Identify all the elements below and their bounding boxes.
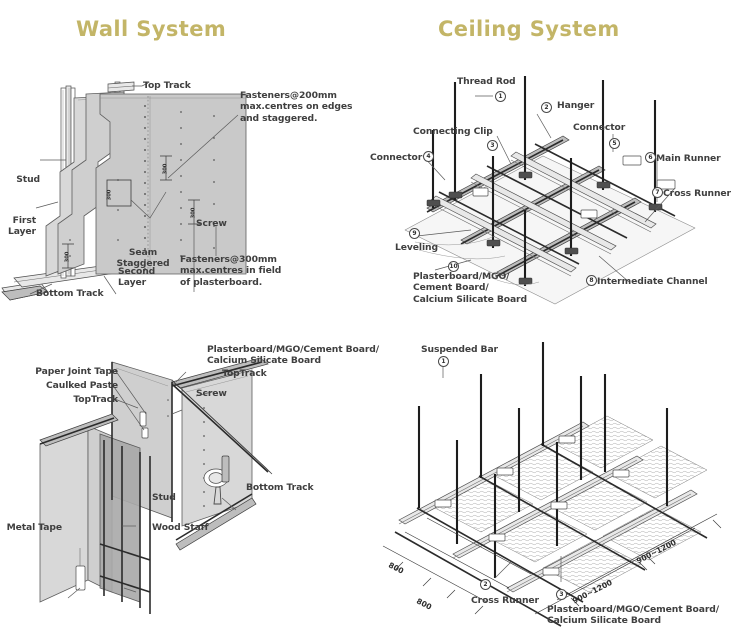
corner-label-screw: Screw [196, 388, 227, 399]
wall-label-first-layer: First Layer [7, 215, 36, 238]
hanger-clips [426, 171, 663, 285]
dimension-bracket-a [160, 155, 172, 181]
ceiling-label-connector-right: Connector [573, 122, 626, 133]
corner-label-paper-joint-tape: Paper Joint Tape [35, 366, 118, 377]
wall-label-top-track: Top Track [143, 80, 191, 91]
dims-label-suspended-bar: Suspended Bar [421, 344, 498, 355]
wall-dimension-c: 300 [64, 251, 71, 263]
ceiling-callout-4: 4 [423, 151, 434, 162]
ceiling-grid-diagram: Thread Rod 1 Hanger 2 Connecting Clip 3 … [370, 60, 750, 320]
wall-label-seam-staggered: Seam Staggered [116, 247, 170, 270]
dims-callout-2: 2 [480, 579, 491, 590]
dims-cross-runners [394, 443, 708, 627]
ceiling-label-thread-rod: Thread Rod [457, 76, 516, 87]
dims-callout-3: 3 [556, 589, 567, 600]
ceiling-grid-svg [404, 76, 696, 305]
ceiling-leaders [416, 95, 676, 283]
seam-line [147, 96, 151, 273]
dims-left-extension [382, 517, 532, 615]
ceiling-callout-2: 2 [541, 102, 552, 113]
wall-label-screw: Screw [196, 218, 227, 229]
ceiling-callout-3: 3 [487, 140, 498, 151]
corner-leaders [67, 369, 237, 599]
dimension-bracket-d [106, 179, 132, 207]
top-track-right [171, 357, 269, 389]
wall-section-svg [1, 81, 247, 301]
wall-label-fasteners-edges: Fasteners@200mm max.centres on edges and… [240, 90, 353, 124]
dims-connector-sleeves [434, 435, 630, 576]
corner-label-caulked-paste: Caulked Paste [46, 380, 118, 391]
wall-section-diagram: Stud First Layer Top Track Seam Staggere… [0, 60, 375, 320]
ceiling-callout-10: 10 [448, 261, 459, 272]
ceiling-dimensions-svg [382, 342, 722, 627]
metal-tape-tool [75, 548, 86, 591]
ceiling-label-connector-left: Connector [370, 152, 423, 163]
ceiling-system-title: Ceiling System [438, 17, 620, 41]
seam-leader [130, 191, 167, 219]
connector-boxes [472, 155, 676, 219]
top-track-diagonal [171, 379, 273, 475]
corner-label-metal-tape: Metal Tape [6, 522, 63, 533]
wall-label-bottom-track: Bottom Track [36, 288, 104, 299]
corner-label-stud: Stud [152, 492, 176, 503]
top-track [107, 81, 135, 93]
ceiling-callout-8: 8 [586, 275, 597, 286]
wall-corner-svg [39, 357, 273, 614]
wall-dimension-d: 300 [106, 189, 113, 201]
wall-dimension-a: 300 [162, 163, 169, 175]
dims-label-board: Plasterboard/MGO/Cement Board/ Calcium S… [547, 604, 719, 627]
wall-dimension-b: 300 [190, 207, 197, 219]
ceiling-label-connecting-clip: Connecting Clip [413, 126, 493, 137]
wall-label-fasteners-field: Fasteners@300mm max.centres in field of … [180, 254, 282, 288]
ceiling-dimensions-diagram: Suspended Bar 1 Cross Runner 2 Plasterbo… [375, 330, 750, 640]
corner-label-bottom-track: Bottom Track [246, 482, 314, 493]
suspended-bars [417, 342, 669, 578]
ceiling-callout-7: 7 [652, 187, 663, 198]
plasterboard-face [95, 93, 247, 275]
ceiling-label-leveling: Leveling [395, 242, 438, 253]
wall-system-title: Wall System [76, 17, 227, 41]
ceiling-callout-5: 5 [609, 138, 620, 149]
corner-label-wood-staff: Wood Staff [152, 522, 209, 533]
ceiling-label-intermediate-channel: Intermediate Channel [597, 276, 708, 287]
corner-label-top-track-left: TopTrack [73, 394, 118, 405]
ceiling-label-hanger: Hanger [557, 100, 595, 111]
ceiling-callout-6: 6 [645, 152, 656, 163]
joint-markers [139, 411, 149, 439]
bottom-track-corner [175, 493, 257, 551]
dims-right-extension [534, 513, 722, 615]
ceiling-label-board: Plasterboard/MGO/ Cement Board/ Calcium … [413, 271, 527, 305]
ceiling-callout-1: 1 [495, 91, 506, 102]
studs-framing [103, 362, 173, 614]
dims-main-runners [398, 421, 698, 593]
wall-label-stud: Stud [16, 174, 40, 185]
wall-label-second-layer: Second Layer [118, 266, 156, 289]
caulk-tool [203, 455, 230, 505]
ceiling-label-cross-runner: Cross Runner [663, 188, 731, 199]
wall-corner-diagram: Plasterboard/MGO/Cement Board/ Calcium S… [0, 330, 379, 640]
label-leaders [29, 82, 217, 295]
dims-callout-1: 1 [438, 356, 449, 367]
dimension-bracket-c [62, 243, 74, 269]
ceiling-label-main-runner: Main Runner [656, 153, 721, 164]
leveling-curves [414, 235, 540, 285]
ceiling-callout-9: 9 [409, 228, 420, 239]
dims-label-cross-runner: Cross Runner [471, 595, 539, 606]
screw-dots [167, 399, 205, 507]
corner-label-top-track-right: TopTrack [222, 368, 267, 379]
floor-plate [1, 281, 49, 301]
fastener-dots [69, 105, 215, 270]
corner-label-board: Plasterboard/MGO/Cement Board/ Calcium S… [207, 344, 379, 367]
wood-staff-rail [99, 543, 151, 593]
fastener-edges-leader [167, 114, 239, 179]
left-boards [39, 425, 141, 603]
top-track-left [39, 413, 119, 447]
